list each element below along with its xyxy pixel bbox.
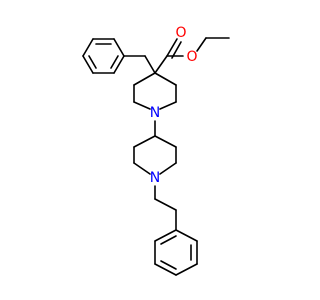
- bond: [154, 135, 177, 148]
- molecule-structure: O O N N: [82, 25, 230, 276]
- upper-piperidine-ring: N: [133, 72, 177, 121]
- bond: [154, 229, 177, 242]
- bond: [154, 263, 177, 276]
- bond: [133, 101, 151, 110]
- bond: [154, 72, 177, 86]
- bond: [133, 162, 151, 175]
- bond: [159, 101, 177, 110]
- bond: [133, 135, 156, 148]
- bond: [82, 38, 94, 57]
- carbonyl-oxygen-label: O: [175, 25, 186, 41]
- ethyl-ester-group: O O: [154, 25, 230, 74]
- aromatic-inner-bond: [160, 235, 177, 245]
- phenethyl-phenyl-ring: [154, 229, 198, 276]
- ester-oxygen-label: O: [186, 49, 197, 65]
- bond: [133, 72, 156, 86]
- benzyl-ch2-bond: [144, 55, 156, 74]
- bond: [113, 38, 125, 57]
- lower-nitrogen-label: N: [150, 170, 160, 186]
- phenethyl-bond: [154, 198, 177, 211]
- aromatic-inner-bond: [160, 260, 177, 270]
- lower-piperidine-ring: N: [133, 135, 177, 186]
- aromatic-inner-bond: [88, 55, 97, 69]
- aromatic-inner-bond: [110, 55, 119, 69]
- bond: [154, 55, 168, 74]
- structure-canvas: O O N N: [82, 25, 230, 276]
- carbonyl-bond: [166, 38, 178, 57]
- ethyl-bond: [196, 37, 207, 52]
- bond: [113, 55, 125, 74]
- bond: [175, 229, 198, 242]
- upper-nitrogen-label: N: [150, 105, 160, 121]
- bond: [82, 55, 94, 74]
- bond: [159, 162, 177, 175]
- bond: [175, 263, 198, 276]
- benzyl-phenyl-ring: [82, 38, 125, 74]
